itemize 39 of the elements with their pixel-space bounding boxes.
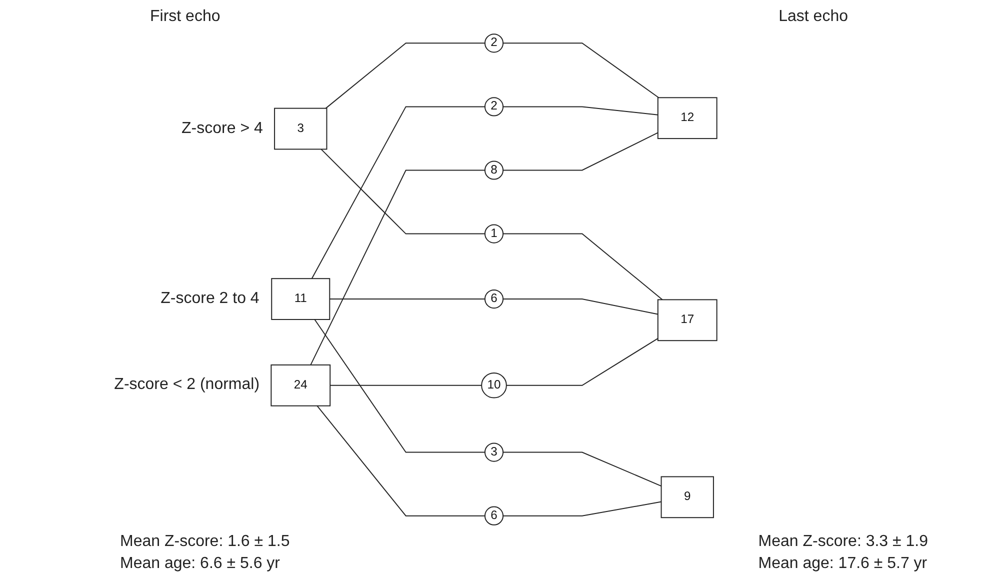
row-label: Z-score > 4 [182,120,263,138]
connector [310,170,486,366]
connector [506,338,658,386]
summary-note: Mean Z-score: 1.6 ± 1.5 [120,532,290,552]
row-label: Z-score < 2 (normal) [114,376,260,394]
connector [502,501,662,516]
summary-note: Mean age: 17.6 ± 5.7 yr [758,554,928,574]
node-circle: 8 [484,160,504,180]
connector [502,106,658,116]
node-circle: 1 [484,224,504,244]
connector [325,42,486,109]
node-box: 12 [657,97,718,140]
connector [316,405,486,516]
node-circle: 2 [484,34,504,53]
node-box: 9 [660,476,714,518]
connector [320,148,486,234]
node-circle: 6 [484,506,504,526]
summary-note: Mean Z-score: 3.3 ± 1.9 [758,532,928,552]
node-box: 17 [657,299,718,342]
connector [311,106,486,280]
node-circle: 10 [481,372,507,398]
summary-note: Mean age: 6.6 ± 5.6 yr [120,554,281,574]
node-box: 3 [274,108,328,150]
connector [314,319,486,453]
connector [502,233,663,300]
column-heading: Last echo [778,7,848,27]
node-circle: 3 [484,442,504,462]
connector [329,298,486,300]
row-label: Z-score 2 to 4 [160,290,260,308]
connector [502,452,662,487]
node-circle: 6 [484,290,504,309]
node-circle: 2 [484,97,504,116]
connector [502,298,658,315]
node-box: 11 [271,278,330,320]
connector [502,132,658,171]
column-heading: First echo [150,7,220,27]
connector [502,42,660,98]
node-box: 24 [270,364,331,406]
connector [330,384,482,386]
